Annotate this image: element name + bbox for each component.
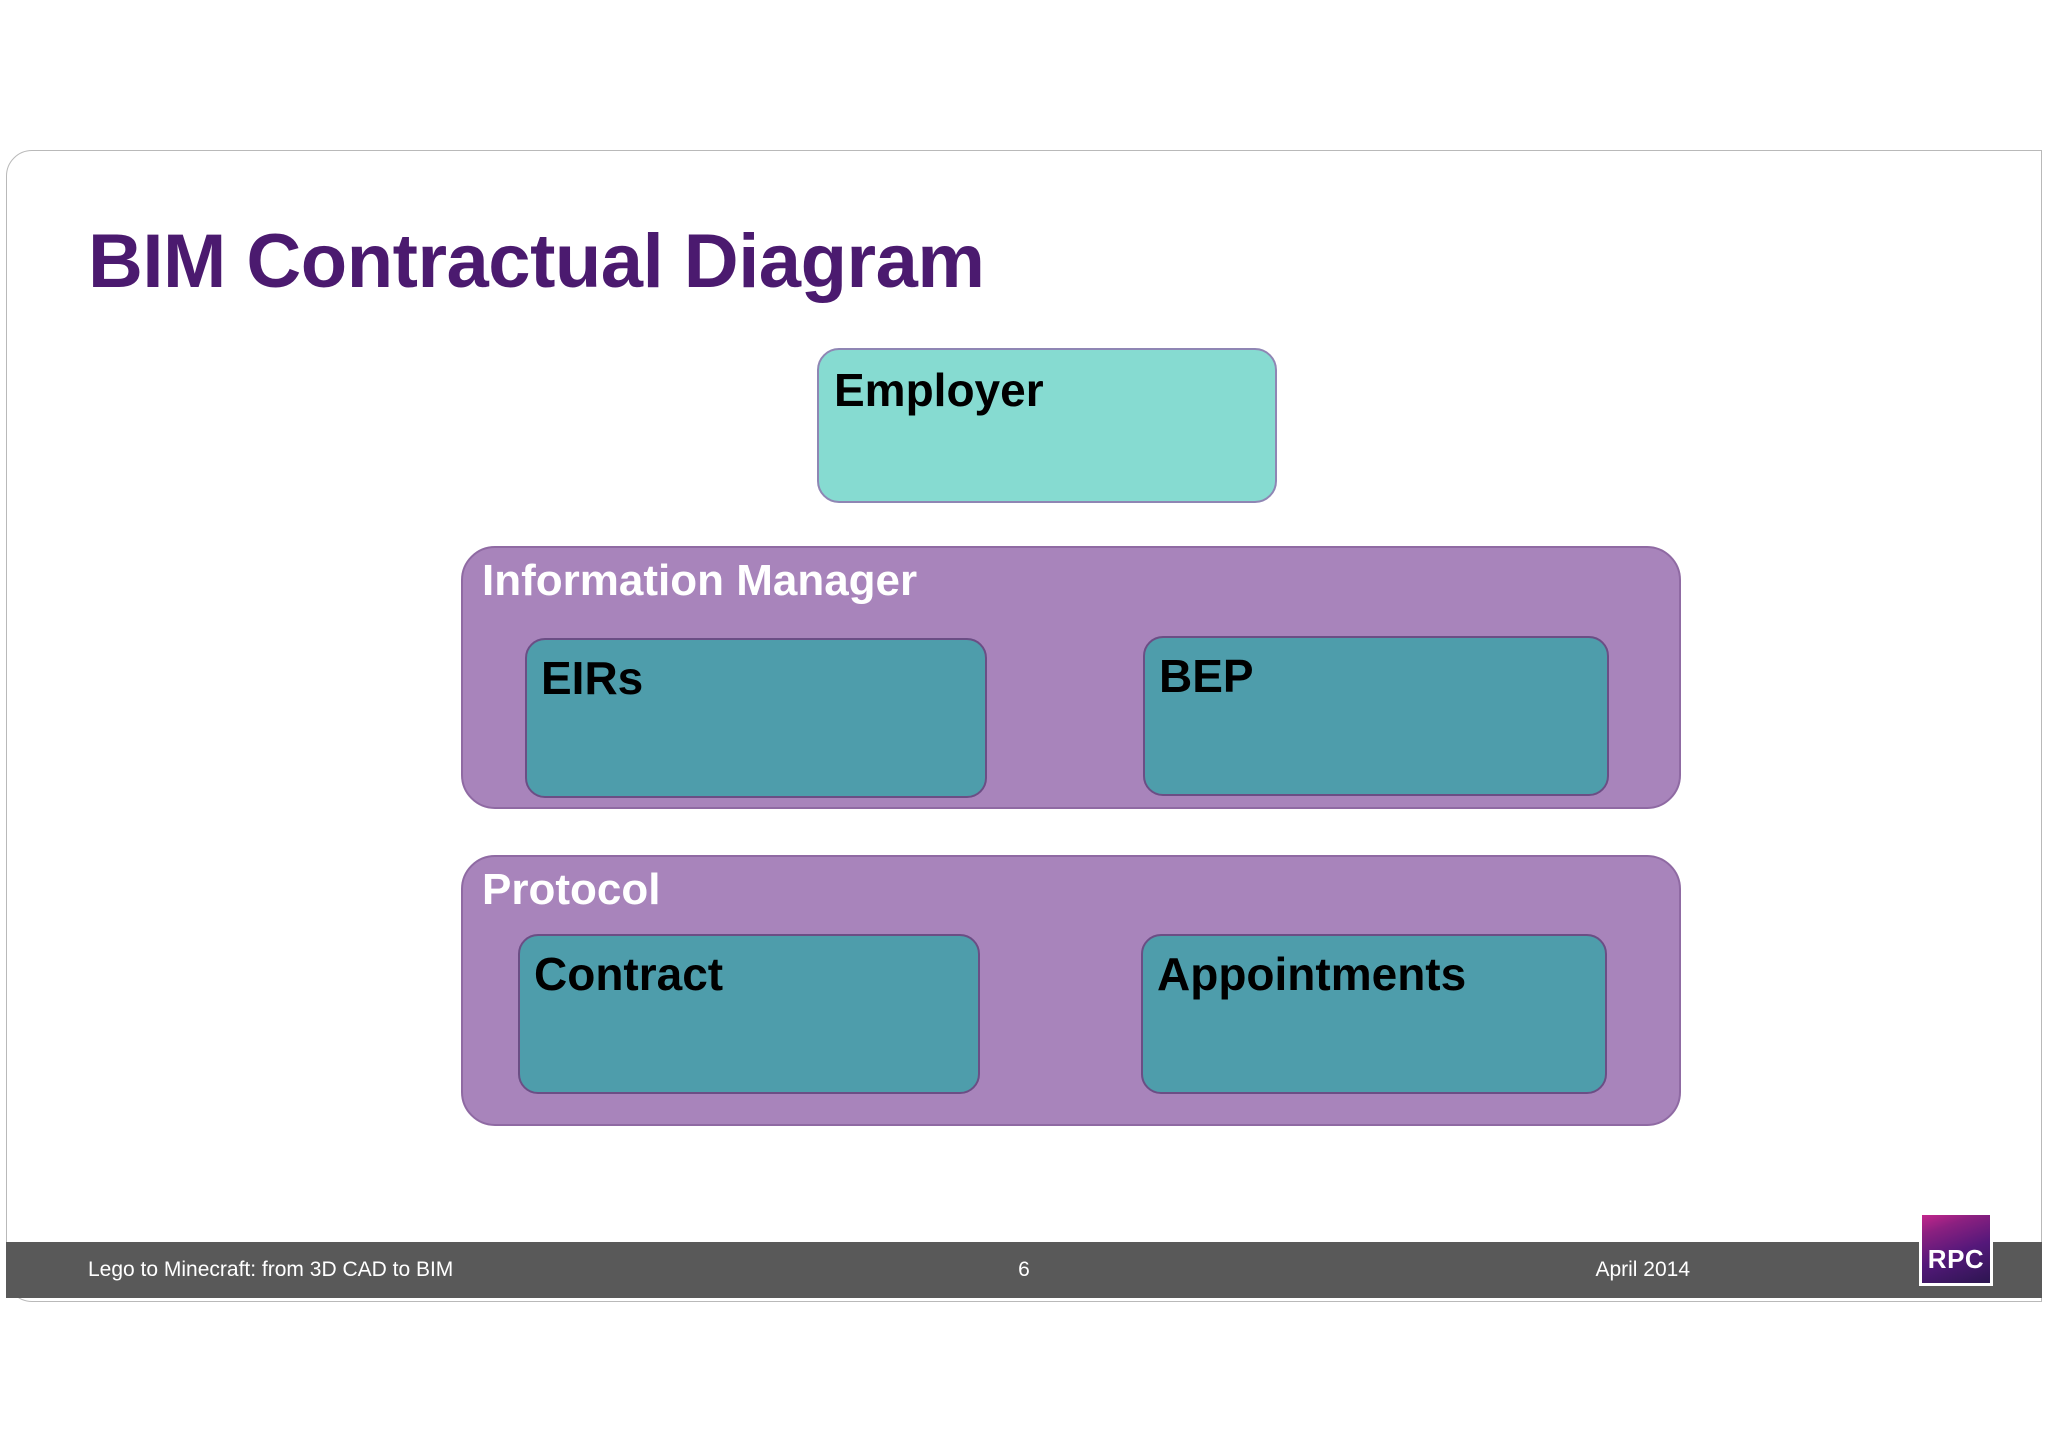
node-eirs-label: EIRs	[541, 652, 644, 704]
rpc-logo: RPC	[1919, 1212, 1993, 1286]
node-bep[interactable]: BEP	[1143, 636, 1609, 796]
node-appointments-label: Appointments	[1157, 948, 1467, 1000]
footer-presentation-title: Lego to Minecraft: from 3D CAD to BIM	[88, 1258, 454, 1281]
node-eirs[interactable]: EIRs	[525, 638, 987, 798]
node-employer-label: Employer	[834, 364, 1044, 416]
group-protocol-title: Protocol	[482, 865, 661, 914]
rpc-logo-text: RPC	[1927, 1244, 1985, 1274]
group-protocol[interactable]: Protocol Contract Appointments	[461, 855, 1681, 1126]
node-appointments[interactable]: Appointments	[1141, 934, 1607, 1094]
node-bep-label: BEP	[1159, 650, 1254, 702]
footer-date: April 2014	[1595, 1258, 1690, 1281]
node-contract[interactable]: Contract	[518, 934, 980, 1094]
page-title: BIM Contractual Diagram	[88, 219, 985, 304]
node-employer[interactable]: Employer	[817, 348, 1277, 503]
footer-page-number: 6	[1018, 1258, 1030, 1281]
group-information-manager-title: Information Manager	[482, 556, 918, 605]
footer-bar: Lego to Minecraft: from 3D CAD to BIM 6 …	[6, 1242, 2042, 1298]
node-contract-label: Contract	[534, 948, 724, 1000]
group-information-manager[interactable]: Information Manager EIRs BEP	[461, 546, 1681, 809]
